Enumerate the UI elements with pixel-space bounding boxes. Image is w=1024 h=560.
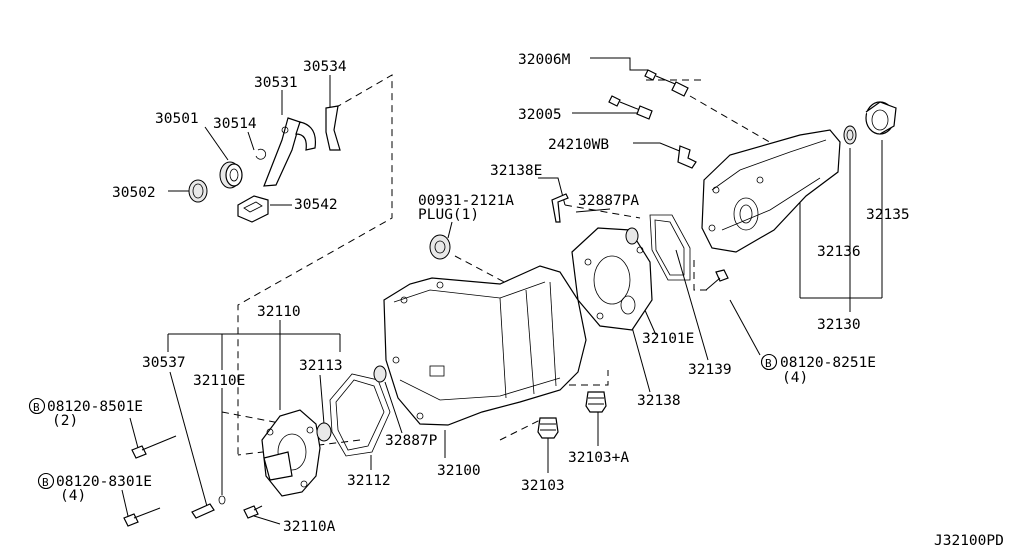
adapter-plate-32101E [571,227,653,331]
mount-32103-a [585,391,607,413]
plug-00931-2121A [429,234,451,260]
label-32113: 32113 [299,358,343,374]
label-32103A: 32103+A [568,450,629,466]
label-00931-2121A: 00931-2121A [418,193,514,209]
bolt-08120-8251E [705,269,729,291]
label-32005: 32005 [518,107,562,123]
label-32130: 32130 [817,317,861,333]
label-32110E: 32110E [193,373,245,389]
label-30531: 30531 [254,75,298,91]
transmission-case-32100 [383,265,587,426]
label-32110: 32110 [257,304,301,320]
shift-fork-30531 [263,117,317,187]
label-30514: 30514 [213,116,257,132]
seal-32135 [865,101,897,135]
b-badge-icon [37,472,55,490]
label-30501: 30501 [155,111,199,127]
gasket-32139 [649,214,691,281]
label-32136: 32136 [817,244,861,260]
bolt-32110A [243,505,263,519]
label-32101E: 32101E [642,331,694,347]
seal-32113 [316,422,332,442]
label-32110A: 32110A [283,519,336,535]
bearing-30501 [219,161,243,189]
bolt-08120-8301E [123,507,161,527]
label-32103: 32103 [521,478,565,494]
bolt-08120-8501E [131,435,177,459]
badge-letter: B [42,476,49,489]
label-32887PA: 32887PA [578,193,639,209]
label-30502: 30502 [112,185,156,201]
diagram-code: J32100PD [934,533,1004,549]
label-30542: 30542 [294,197,338,213]
badge-letter: B [33,401,40,414]
ring-32136 [843,125,857,145]
label-32139: 32139 [688,362,732,378]
label-32135: 32135 [866,207,910,223]
gasket-32112 [329,373,391,457]
washer-32110E [218,495,226,505]
bolt-part-number: 08120-8301E [56,474,152,490]
sensor-32006M [644,69,689,97]
label-32100: 32100 [437,463,481,479]
label-32112: 32112 [347,473,391,489]
bolt-callout-08120-8301E: B 08120-8301E (4) [37,472,152,504]
b-badge-icon [28,397,46,415]
bolt-quantity: (2) [52,413,78,429]
badge-letter: B [765,357,772,370]
bracket-30542 [237,195,269,223]
pipe-32138E [551,193,569,223]
bolt-part-number: 08120-8251E [780,355,876,371]
label-30534: 30534 [303,59,347,75]
dowel-32887P [373,365,387,383]
clip-30514 [255,148,267,160]
label-32887P: 32887P [385,433,438,449]
pin-30537 [191,503,215,519]
leader-lines [121,57,883,525]
b-badge-icon [760,353,778,371]
seal-30502 [188,179,208,203]
bracket-24210WB [677,145,697,169]
sensor-32005 [608,95,653,120]
label-plug: PLUG(1) [418,207,479,223]
label-32138E: 32138E [490,163,542,179]
mount-32103 [537,417,559,439]
shift-rail-30534 [325,105,341,151]
bolt-callout-08120-8501E: B 08120-8501E (2) [28,397,143,429]
bolt-part-number: 08120-8501E [47,399,143,415]
label-32006M: 32006M [518,52,571,68]
label-30537: 30537 [142,355,186,371]
bolt-callout-08120-8251E: B 08120-8251E (4) [760,353,876,386]
dowel-32887PA [625,227,639,245]
bolt-quantity: (4) [782,370,808,386]
front-cover-32110 [261,409,321,497]
label-24210WB: 24210WB [548,137,609,153]
label-32138: 32138 [637,393,681,409]
bolt-quantity: (4) [60,488,86,504]
extension-housing-32130 [701,129,841,253]
